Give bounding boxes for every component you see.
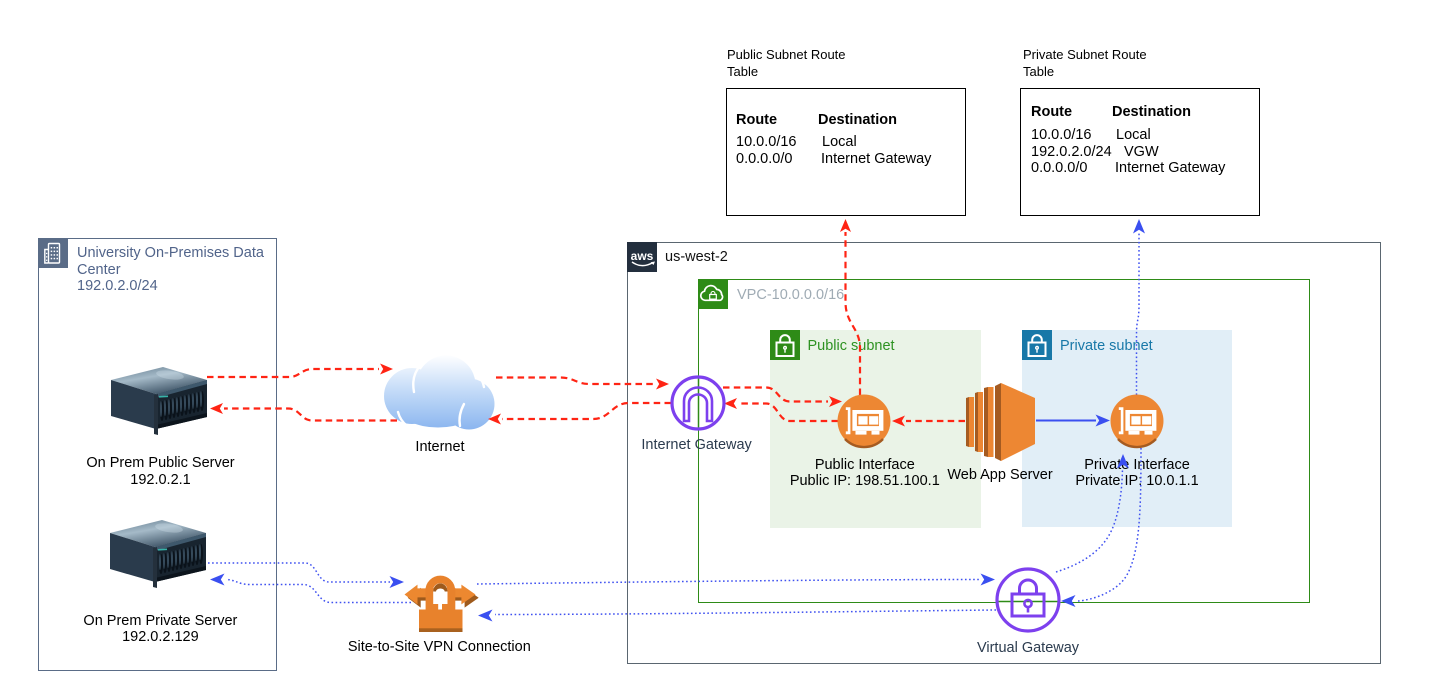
svg-text:aws: aws <box>631 249 654 263</box>
